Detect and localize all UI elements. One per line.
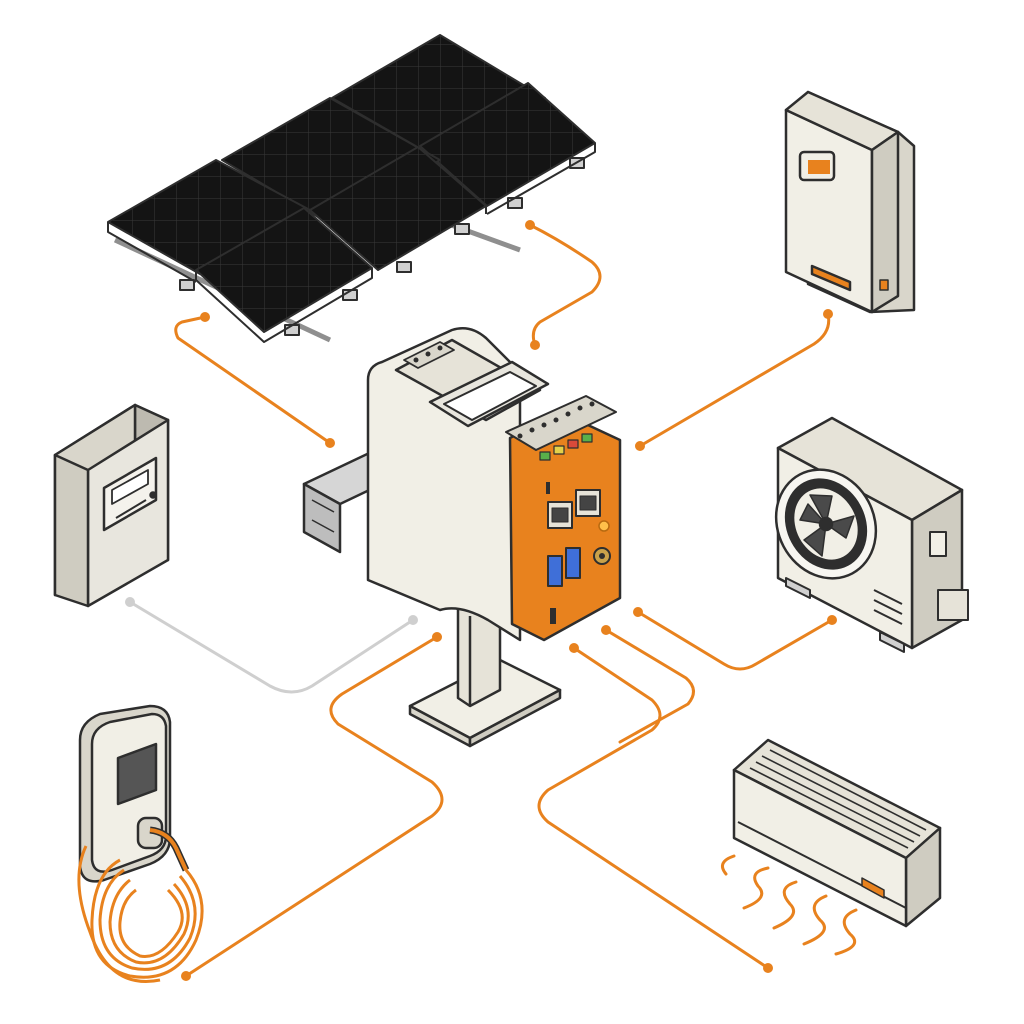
electric-meter-icon [53,403,170,608]
link-dot [530,340,540,350]
airflow-wave [834,908,858,956]
link-ac-b [604,628,695,744]
din-rail-controller-icon [302,327,622,748]
link-dot [525,220,535,230]
airflow-wave [802,894,828,946]
link-meter [128,600,415,694]
link-heat-pump [636,610,834,671]
ev-charger-icon [77,704,204,983]
link-ev-charger [184,635,444,978]
link-dot [827,615,837,625]
link-battery [638,312,831,448]
battery-storage-icon [784,90,916,314]
link-dot [200,312,210,322]
connection-lines [125,220,837,981]
solar-panel-icon [107,34,596,343]
air-conditioner-icon [720,738,942,956]
link-dot [408,615,418,625]
link-dot [763,963,773,973]
usb-port-icon [547,555,563,587]
airflow-wave [742,866,770,910]
link-dot [601,625,611,635]
link-dot [325,438,335,448]
link-ac-a [537,646,770,970]
link-solar-right [528,223,602,347]
airflow-wave [772,880,798,930]
link-dot [569,643,579,653]
link-dot [181,971,191,981]
link-dot [823,309,833,319]
link-dot [635,441,645,451]
link-dot [432,632,442,642]
heat-pump-icon [774,416,969,653]
usb-port-icon [565,547,581,579]
link-dot [633,607,643,617]
status-led-icon [598,520,610,532]
link-solar-left [174,315,332,445]
link-dot [125,597,135,607]
airflow-wave [720,854,736,876]
